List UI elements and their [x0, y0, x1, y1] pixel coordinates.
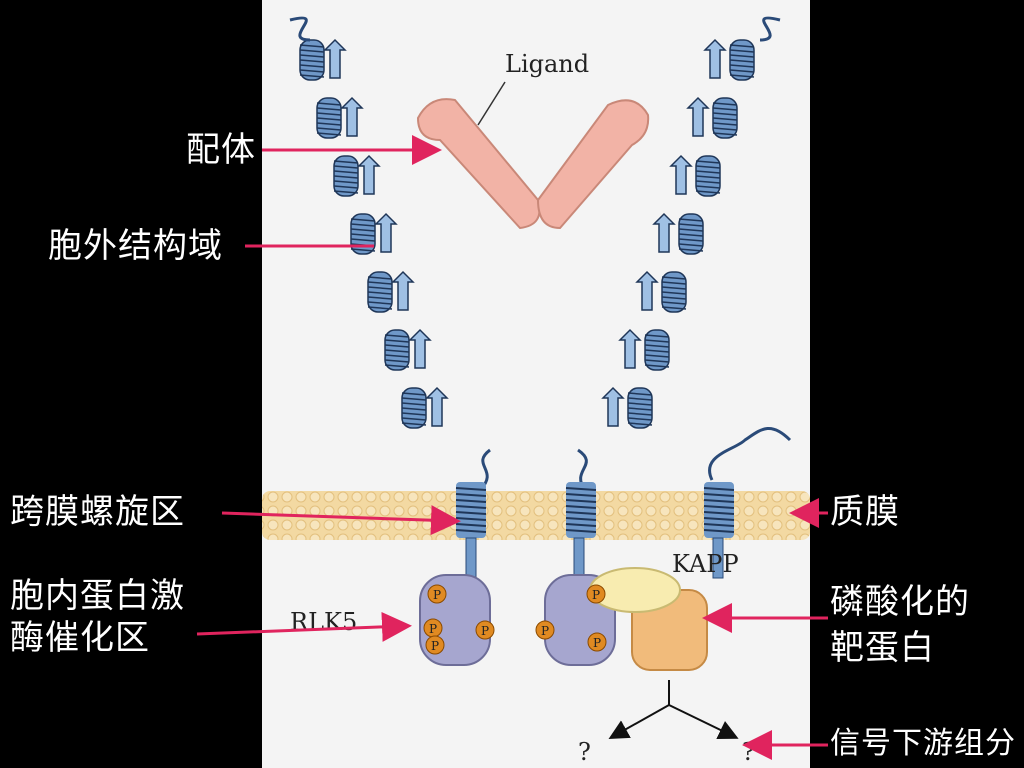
lrr-repeat-motif [618, 328, 670, 371]
kapp-transmembrane-helix [703, 482, 735, 538]
right-transmembrane-helix [565, 482, 597, 538]
phospho-group: P [587, 632, 607, 652]
lrr-repeat-motif [652, 212, 704, 255]
svg-text:P: P [541, 624, 549, 638]
phospho-group: P [427, 584, 447, 604]
kinase-domain-label-line2: 酶催化区 [10, 618, 150, 658]
lrr-repeat-motif [367, 270, 415, 313]
unknown-component-left: ? [578, 738, 591, 766]
plasma-membrane-label: 质膜 [830, 492, 900, 532]
rlk5-caption: RLK5 [290, 608, 357, 636]
kapp-caption: KAPP [672, 550, 739, 578]
lrr-repeat-motif [350, 212, 398, 255]
left-transmembrane-helix [455, 482, 487, 538]
lrr-repeat-motif [703, 38, 755, 81]
svg-text:P: P [593, 636, 601, 650]
kapp-juxtamembrane [712, 537, 724, 579]
ligand-caption: Ligand [505, 50, 589, 78]
phospho-group: P [423, 618, 443, 638]
downstream-branches [608, 680, 739, 740]
left-juxtamembrane [465, 537, 477, 579]
ligand-label: 配体 [186, 130, 256, 170]
right-n-terminus [759, 16, 781, 42]
phospho-group: P [586, 584, 606, 604]
lrr-repeat-motif [686, 96, 738, 139]
phosphorylated-target-label-line1: 磷酸化的 [830, 582, 970, 622]
phosphorylated-target-label-line2: 靶蛋白 [830, 628, 935, 668]
svg-text:P: P [429, 622, 437, 636]
right-juxtamembrane [573, 537, 585, 579]
lrr-repeat-motif [401, 386, 449, 429]
lrr-repeat-motif [635, 270, 687, 313]
phospho-group: P [535, 620, 555, 640]
lrr-repeat-motif [384, 328, 432, 371]
svg-text:P: P [431, 639, 439, 653]
ligand-dimer [416, 81, 650, 230]
lrr-repeat-motif [601, 386, 653, 429]
left-extracellular-domain [289, 16, 449, 429]
transmembrane-helix-label: 跨膜螺旋区 [10, 492, 185, 532]
lrr-repeat-motif [333, 154, 381, 197]
downstream-component-label: 信号下游组分 [830, 726, 1016, 761]
kinase-pointer [196, 611, 412, 642]
phospho-group: P [475, 620, 495, 640]
phospho-group: P [425, 635, 445, 655]
svg-text:P: P [433, 588, 441, 602]
lrr-repeat-motif [316, 96, 364, 139]
right-extracellular-domain [601, 16, 781, 429]
svg-text:P: P [481, 624, 489, 638]
plasma-membrane [262, 491, 810, 540]
kinase-domain-label-line1: 胞内蛋白激 [10, 576, 185, 616]
kapp-tail [708, 427, 792, 481]
unknown-component-right: ? [742, 738, 755, 766]
svg-text:P: P [592, 588, 600, 602]
extracellular-domain-label: 胞外结构域 [48, 226, 223, 266]
lrr-repeat-motif [299, 38, 347, 81]
lrr-repeat-motif [669, 154, 721, 197]
left-n-terminus [289, 16, 311, 42]
transmembrane-pointer [221, 505, 461, 536]
